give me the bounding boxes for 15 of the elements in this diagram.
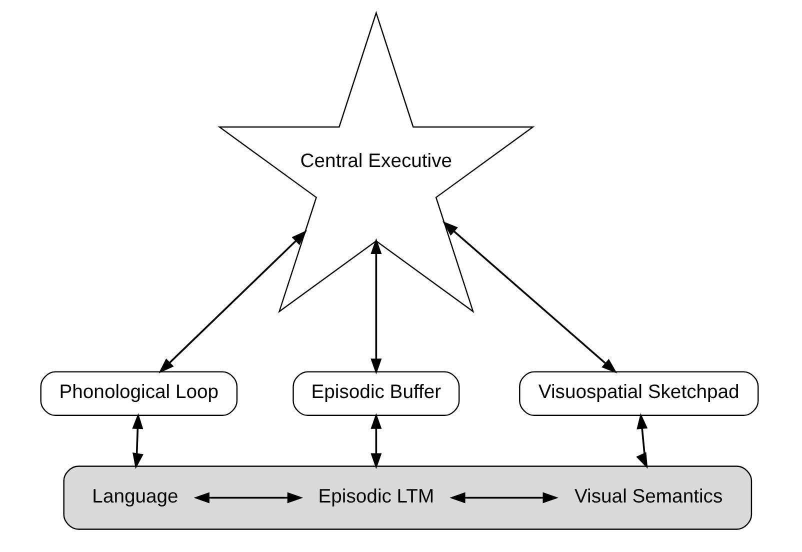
arrow [370,413,382,469]
arrow [194,492,304,504]
node-box: Visuospatial Sketchpad [519,371,759,416]
arrow [636,413,648,469]
arrow [370,238,382,374]
arrow [132,413,144,469]
node-box: Episodic Buffer [292,371,460,416]
node-text: Language [92,485,178,508]
arrow [158,230,307,374]
cluster [63,466,752,530]
arrow [450,492,559,504]
arrow [442,221,618,374]
node-box: Phonological Loop [40,371,238,416]
node-text: Visual Semantics [574,485,723,508]
node-text: Episodic LTM [318,485,434,508]
